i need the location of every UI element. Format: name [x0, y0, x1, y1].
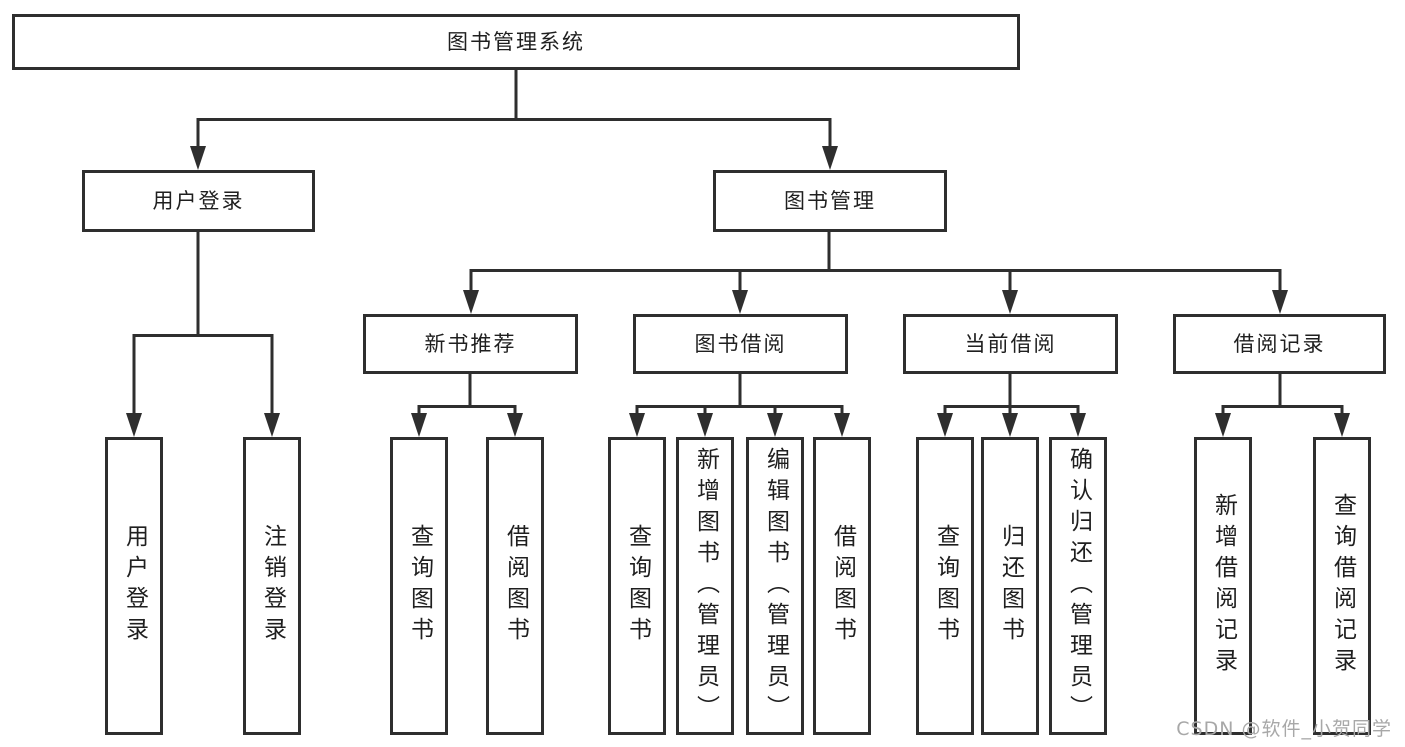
- leaf-label: 归还图书: [997, 524, 1024, 648]
- node-new-book-recommend: 新书推荐: [363, 314, 578, 374]
- leaf-edit-books-admin: 编辑图书（管理员）: [746, 437, 804, 735]
- leaf-query-books-borrow: 查询图书: [608, 437, 666, 735]
- leaf-query-borrow-record: 查询借阅记录: [1313, 437, 1371, 735]
- leaf-label: 确认归还（管理员）: [1065, 446, 1092, 726]
- node-book-management: 图书管理: [713, 170, 947, 232]
- leaf-label: 新增图书（管理员）: [692, 446, 719, 726]
- leaf-label: 借阅图书: [829, 524, 856, 648]
- leaf-add-borrow-record: 新增借阅记录: [1194, 437, 1252, 735]
- node-label: 图书管理系统: [447, 29, 585, 54]
- node-label: 新书推荐: [424, 331, 517, 356]
- node-book-borrow: 图书借阅: [633, 314, 848, 374]
- leaf-user-login: 用户登录: [105, 437, 163, 735]
- node-label: 图书借阅: [694, 331, 787, 356]
- node-current-borrow: 当前借阅: [903, 314, 1118, 374]
- leaf-query-books-recommend: 查询图书: [390, 437, 448, 735]
- node-label: 借阅记录: [1233, 331, 1326, 356]
- leaf-borrow-books-recommend: 借阅图书: [486, 437, 544, 735]
- csdn-watermark: CSDN @软件_小贺同学: [1176, 718, 1392, 740]
- leaf-label: 查询借阅记录: [1329, 493, 1356, 679]
- node-library-management-system: 图书管理系统: [12, 14, 1020, 70]
- leaf-label: 编辑图书（管理员）: [762, 446, 789, 726]
- leaf-logout: 注销登录: [243, 437, 301, 735]
- leaf-label: 新增借阅记录: [1210, 493, 1237, 679]
- leaf-label: 借阅图书: [502, 524, 529, 648]
- leaf-confirm-return-admin: 确认归还（管理员）: [1049, 437, 1107, 735]
- node-borrow-records: 借阅记录: [1173, 314, 1386, 374]
- node-label: 图书管理: [784, 188, 876, 213]
- node-label: 当前借阅: [964, 331, 1057, 356]
- node-user-login: 用户登录: [82, 170, 315, 232]
- leaf-label: 查询图书: [624, 524, 651, 648]
- leaf-label: 查询图书: [932, 524, 959, 648]
- leaf-label: 查询图书: [406, 524, 433, 648]
- leaf-borrow-books: 借阅图书: [813, 437, 871, 735]
- leaf-return-books: 归还图书: [981, 437, 1039, 735]
- leaf-add-books-admin: 新增图书（管理员）: [676, 437, 734, 735]
- leaf-query-books-current: 查询图书: [916, 437, 974, 735]
- node-label: 用户登录: [152, 188, 245, 213]
- leaf-label: 用户登录: [121, 524, 148, 648]
- leaf-label: 注销登录: [259, 524, 286, 648]
